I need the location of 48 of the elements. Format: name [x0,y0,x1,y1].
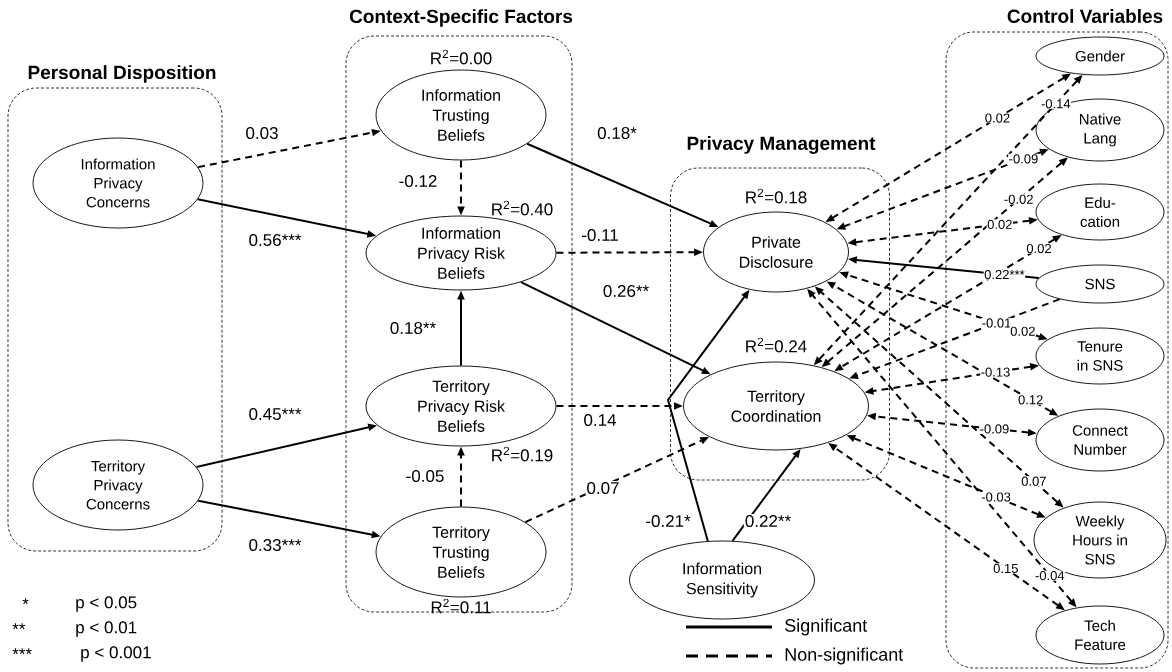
node-label: Control Variables [1007,9,1163,23]
edge-label: 0.22*** [984,269,1025,280]
legend-text: Non-significant [785,647,904,665]
edge-label: -0.14 [1041,99,1071,109]
edge-label: -0.09 [980,424,1009,434]
edge-label: 0.03 [246,127,278,140]
edge-label: -0.09 [1009,154,1038,164]
edge-label: 0.15 [993,563,1018,573]
footnote-text: * [22,598,29,605]
r-squared-label: R$^{2}$=0.18 [746,188,807,204]
footnote-text: p < 0.001 [81,646,151,662]
edge-label: 0.07 [587,482,619,495]
edge-label: 0.45*** [249,408,302,421]
edge-label: -0.12 [399,175,437,188]
edge-label: -0.05 [406,470,444,483]
edge-label: 0.07 [1021,476,1046,486]
edge-label: 0.02 [1010,326,1035,336]
edge-label: -0.21* [646,515,691,528]
edge-label: 0.33*** [249,539,302,552]
r-squared-label: R$^{2}$=0.24 [746,337,807,353]
edge-label: 0.18* [597,127,637,140]
edge-label: 0.22** [745,515,791,528]
edge-label: 0.02 [987,219,1012,229]
edge-label: 0.14 [584,414,617,427]
edge-label: 0.02 [1026,243,1051,254]
footnote-text: ** [12,623,26,630]
edge-label: -0.02 [1004,194,1033,204]
r-squared-label: R$^{2}$=0.11 [431,598,491,614]
edge-label: -0.11 [582,229,618,242]
r-squared-label: R$^{2}$=0.00 [431,49,492,65]
edge-label: 0.02 [985,113,1010,123]
edge-label: -0.01 [982,318,1011,328]
r-squared-label: R$^{2}$=0.40 [492,200,553,216]
edge-label: 0.26** [603,285,649,298]
footnote-text: p < 0.05 [76,596,137,612]
footnote-text: *** [12,648,32,655]
edge-label: 0.18** [390,322,436,335]
node-label: Context-Specific Factors [349,9,573,27]
node-label: Personal Disposition [28,65,216,83]
edge-label: -0.13 [981,367,1010,377]
node-label: Privacy Management [687,136,876,154]
edge-label: -0.04 [1035,571,1065,581]
footnote-text: p < 0.01 [76,621,137,637]
edge-label: 0.12 [1018,395,1043,405]
legend-text: Significant [785,618,868,636]
edge-label: -0.03 [981,492,1011,502]
edge-label: 0.56*** [249,234,302,247]
r-squared-label: R$^{2}$=0.19 [492,446,553,462]
